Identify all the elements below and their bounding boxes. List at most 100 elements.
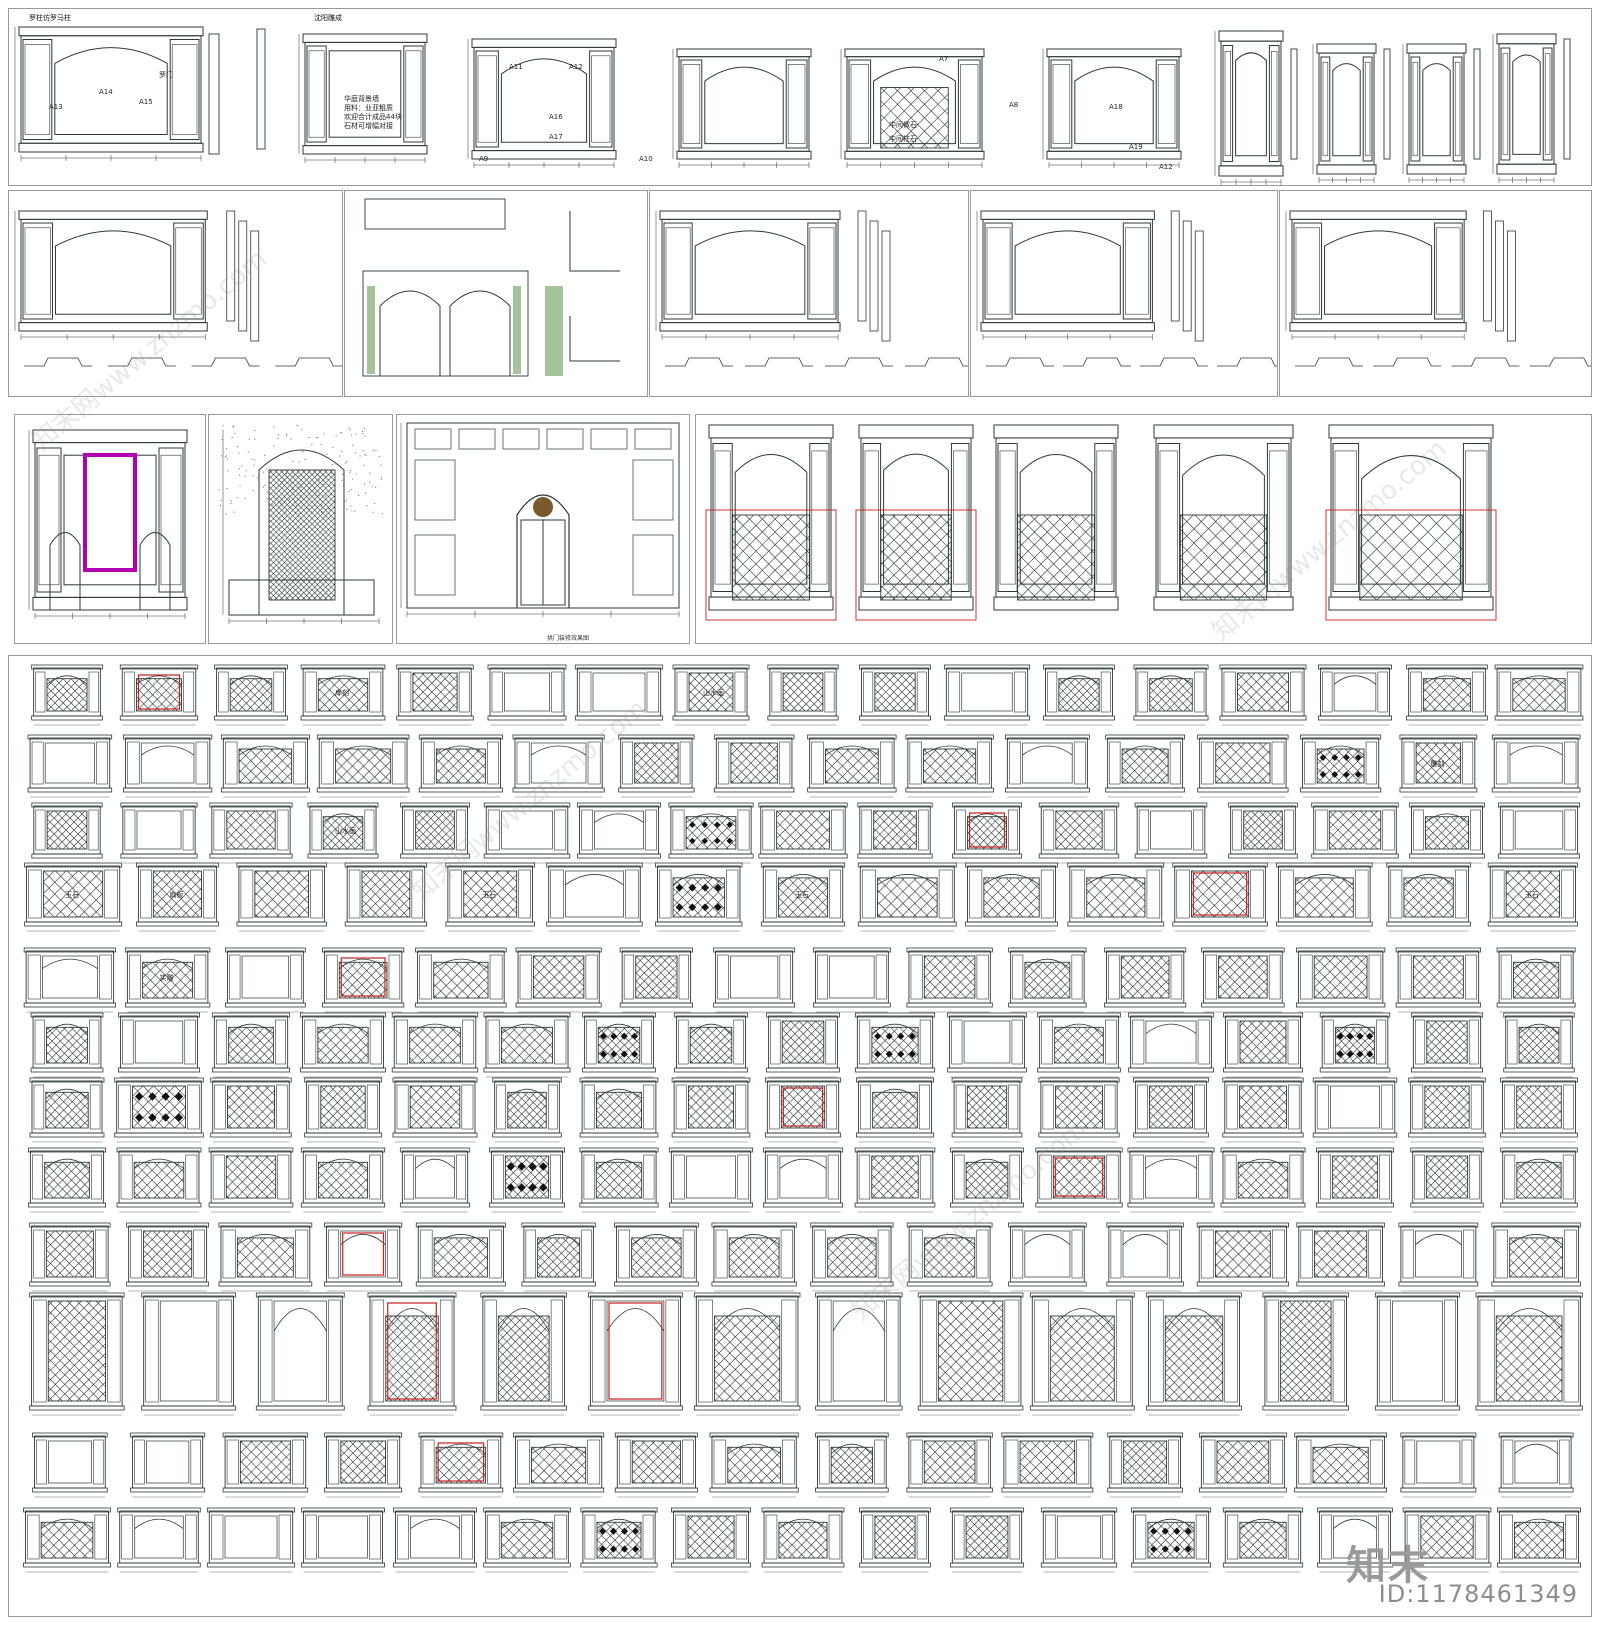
section-detail — [226, 210, 236, 322]
diamond-lattice — [44, 1162, 90, 1198]
lattice-diag-a — [1365, 878, 1404, 917]
lattice-diag-a — [1516, 1188, 1527, 1198]
row2-main-elevation — [18, 210, 208, 332]
plinth — [993, 596, 1119, 611]
stone-speck — [345, 462, 347, 464]
dark-diamond — [908, 1050, 916, 1058]
lattice-diag-a — [1358, 1027, 1375, 1044]
lattice-diag-b — [1257, 987, 1268, 998]
lattice-diag-a — [192, 962, 193, 963]
mini-base — [1395, 1002, 1482, 1008]
left-column-inset — [850, 64, 869, 144]
lattice-diag-b — [882, 749, 916, 783]
mini-column — [1009, 741, 1021, 785]
outer-frame — [982, 218, 1153, 324]
lattice-diag-b — [1560, 1197, 1562, 1198]
mini-cornice — [1038, 802, 1120, 808]
lattice-diag-a — [76, 1301, 106, 1331]
lattice-diag-a — [1426, 1061, 1429, 1063]
lattice-diag-b — [1341, 1161, 1378, 1198]
lattice-diag-b — [880, 87, 888, 95]
mini-base — [1296, 1281, 1385, 1287]
lattice-diag-a — [228, 1044, 247, 1063]
lattice-diag-b — [46, 1027, 67, 1048]
lattice-diag-a — [357, 678, 368, 690]
mini-column — [1193, 809, 1204, 851]
mini-base — [220, 787, 310, 793]
lattice-diag-b — [990, 1180, 1008, 1198]
mini-cornice — [23, 947, 117, 953]
lattice-diag-b — [80, 1188, 90, 1198]
stone-speck — [225, 455, 227, 457]
lattice-diag-a — [226, 839, 237, 849]
lattice-diag-b — [246, 1035, 274, 1063]
mini-arch — [317, 1023, 369, 1034]
lattice-diag-b — [44, 1162, 45, 1163]
lattice-diag-a — [335, 770, 348, 783]
lattice-diag-a — [48, 1367, 82, 1401]
mini-cornice — [1043, 664, 1115, 670]
lattice-diag-a — [265, 1156, 276, 1167]
outer-frame — [1291, 218, 1465, 324]
lattice-diag-b — [1282, 848, 1283, 849]
lattice-diag-a — [1122, 776, 1129, 783]
lattice-diag-b — [1306, 877, 1347, 917]
lattice-diag-b — [1194, 1021, 1236, 1063]
upper-panel — [414, 428, 452, 450]
stone-speck — [366, 505, 368, 507]
lattice-diag-a — [920, 1086, 962, 1128]
lattice-diag-a — [1272, 956, 1314, 998]
plinth — [1153, 596, 1294, 611]
lattice-diag-a — [1509, 1258, 1528, 1278]
lattice-diag-b — [705, 818, 736, 849]
mini-column — [762, 809, 775, 851]
lattice-diag-b — [192, 997, 193, 998]
lattice-diag-b — [1460, 1118, 1470, 1128]
mini-column — [369, 1154, 382, 1200]
right-column — [1542, 47, 1553, 161]
lattice-diag-b — [917, 1062, 919, 1063]
mini-column — [419, 1229, 433, 1279]
dark-diamond — [528, 1162, 537, 1171]
mini-column — [27, 954, 41, 1000]
lattice-diag-b — [1425, 816, 1450, 841]
moulding-profile — [1373, 357, 1442, 367]
lattice-diag-b — [46, 1231, 84, 1269]
left-column-inset — [1295, 227, 1320, 315]
diamond-lattice — [781, 1086, 825, 1128]
lattice-diag-b — [748, 1246, 780, 1278]
lattice-diag-b — [390, 782, 391, 783]
side-panel — [632, 534, 674, 596]
plinth — [302, 145, 428, 155]
lattice-diag-a — [1082, 678, 1100, 696]
mini-base — [1220, 1202, 1306, 1208]
mini-base — [1035, 1202, 1123, 1208]
lattice-diag-b — [554, 1251, 580, 1278]
diamond-lattice — [730, 743, 778, 783]
lattice-diag-a — [1359, 1156, 1378, 1175]
mini-arch — [42, 958, 98, 969]
lattice-diag-b — [226, 811, 246, 831]
lattice-diag-a — [1427, 515, 1463, 550]
lattice-diag-b — [923, 749, 927, 753]
mini-base — [1223, 1067, 1303, 1073]
lattice-frame — [322, 816, 364, 850]
lattice-diag-b — [507, 1092, 521, 1106]
lattice-diag-b — [46, 678, 48, 680]
lattice-diag-a — [361, 1086, 403, 1128]
row2-main-elevation — [659, 210, 841, 332]
mini-frame — [1174, 865, 1266, 923]
lattice-diag-b — [1516, 1162, 1553, 1198]
lattice-diag-a — [1329, 831, 1347, 849]
lattice-diag-b — [153, 871, 190, 908]
lattice-diag-b — [347, 1042, 369, 1063]
lattice-diag-a — [732, 578, 754, 600]
diamond-lattice — [1413, 956, 1464, 998]
lattice-diag-b — [797, 816, 830, 849]
mini-cornice — [1037, 1012, 1121, 1018]
lattice-diag-b — [706, 684, 733, 711]
mini-arch — [44, 1158, 90, 1169]
double-arch-frame — [362, 270, 529, 377]
lattice-diag-b — [1017, 515, 1052, 550]
lattice-diag-b — [1314, 956, 1336, 978]
